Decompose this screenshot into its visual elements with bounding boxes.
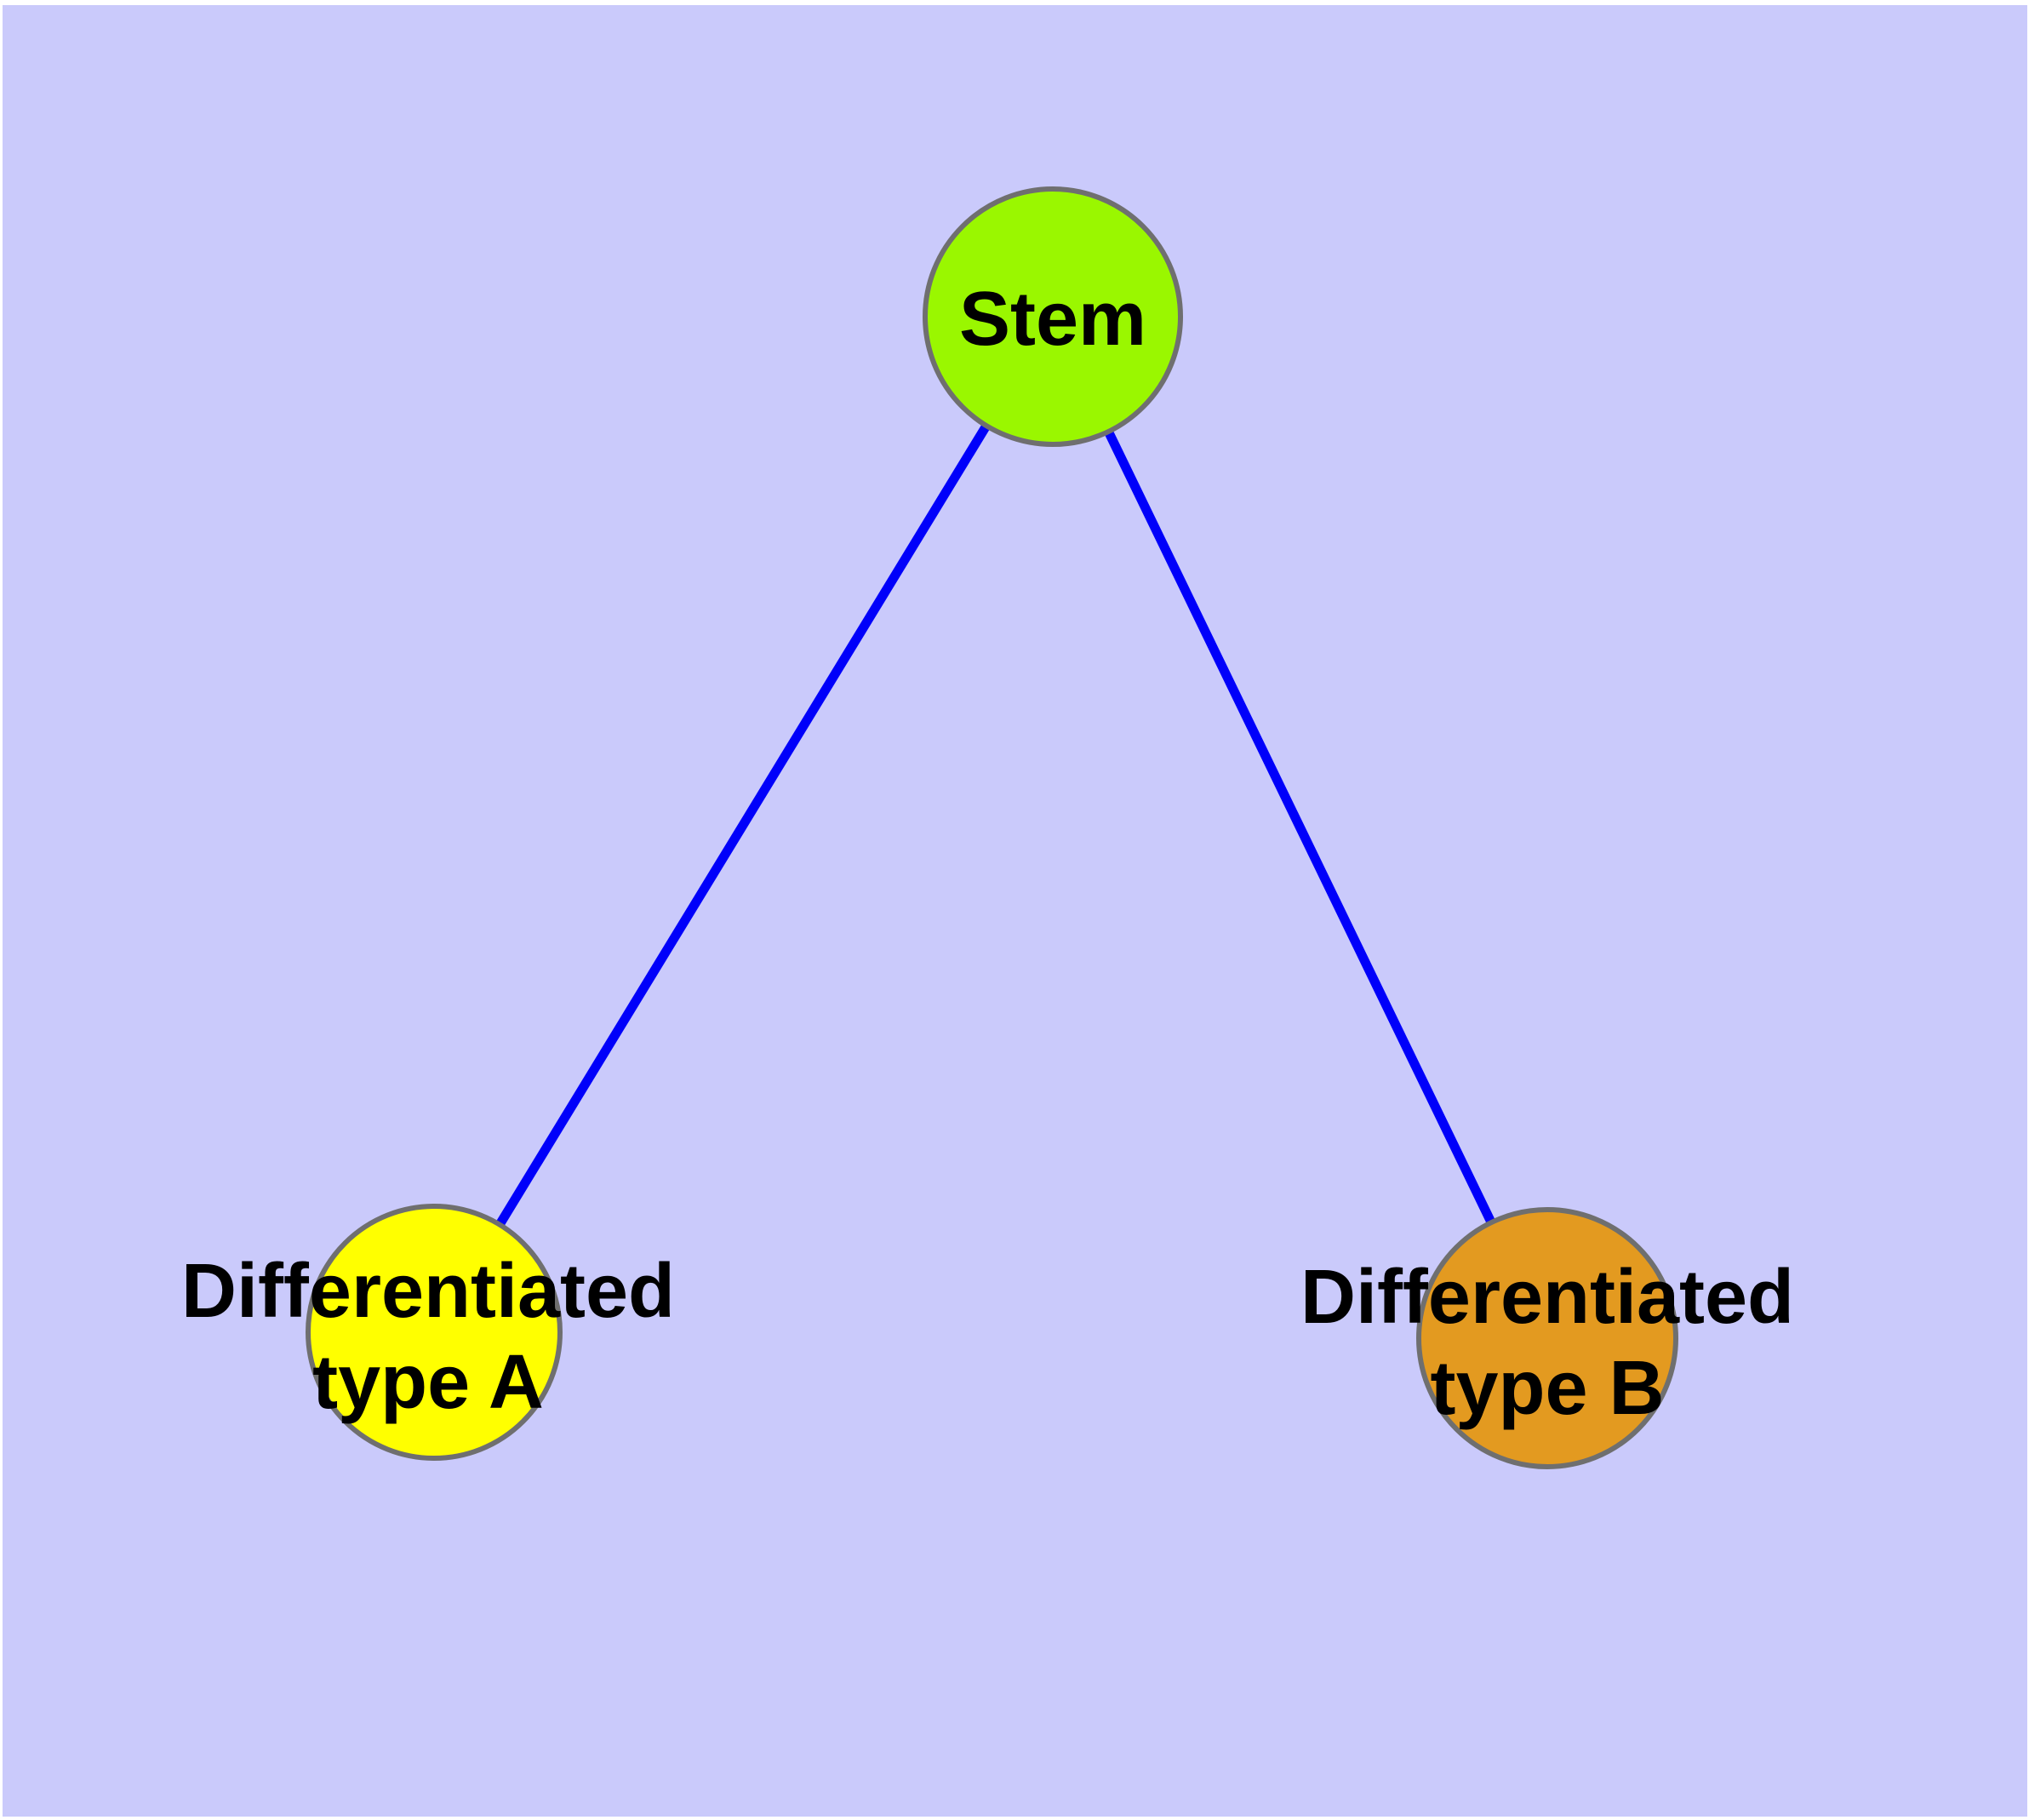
node-differentiated-type-b-label-line1: Differentiated <box>1300 1255 1794 1340</box>
node-differentiated-type-a <box>306 1204 563 1461</box>
node-differentiated-type-b <box>1416 1207 1678 1469</box>
node-differentiated-type-a-label-line2: type A <box>312 1340 544 1425</box>
graph-svg: Stem Differentiated type A Differentiate… <box>181 186 1794 1469</box>
diagram-canvas: Stem Differentiated type A Differentiate… <box>3 5 2027 1817</box>
edge-stem-to-type-b <box>1049 314 1552 1341</box>
node-differentiated-type-a-circle <box>306 1204 563 1461</box>
node-stem-label: Stem <box>959 277 1146 362</box>
edge-group <box>430 314 1552 1341</box>
node-differentiated-type-b-circle <box>1416 1207 1678 1469</box>
node-stem-circle <box>923 186 1183 447</box>
node-differentiated-type-b-label-line2: type B <box>1430 1346 1664 1431</box>
edge-stem-to-type-a <box>430 314 1057 1335</box>
node-differentiated-type-a-label-line1: Differentiated <box>181 1249 675 1334</box>
node-stem <box>923 186 1183 447</box>
label-group: Stem Differentiated type A Differentiate… <box>181 277 1794 1431</box>
